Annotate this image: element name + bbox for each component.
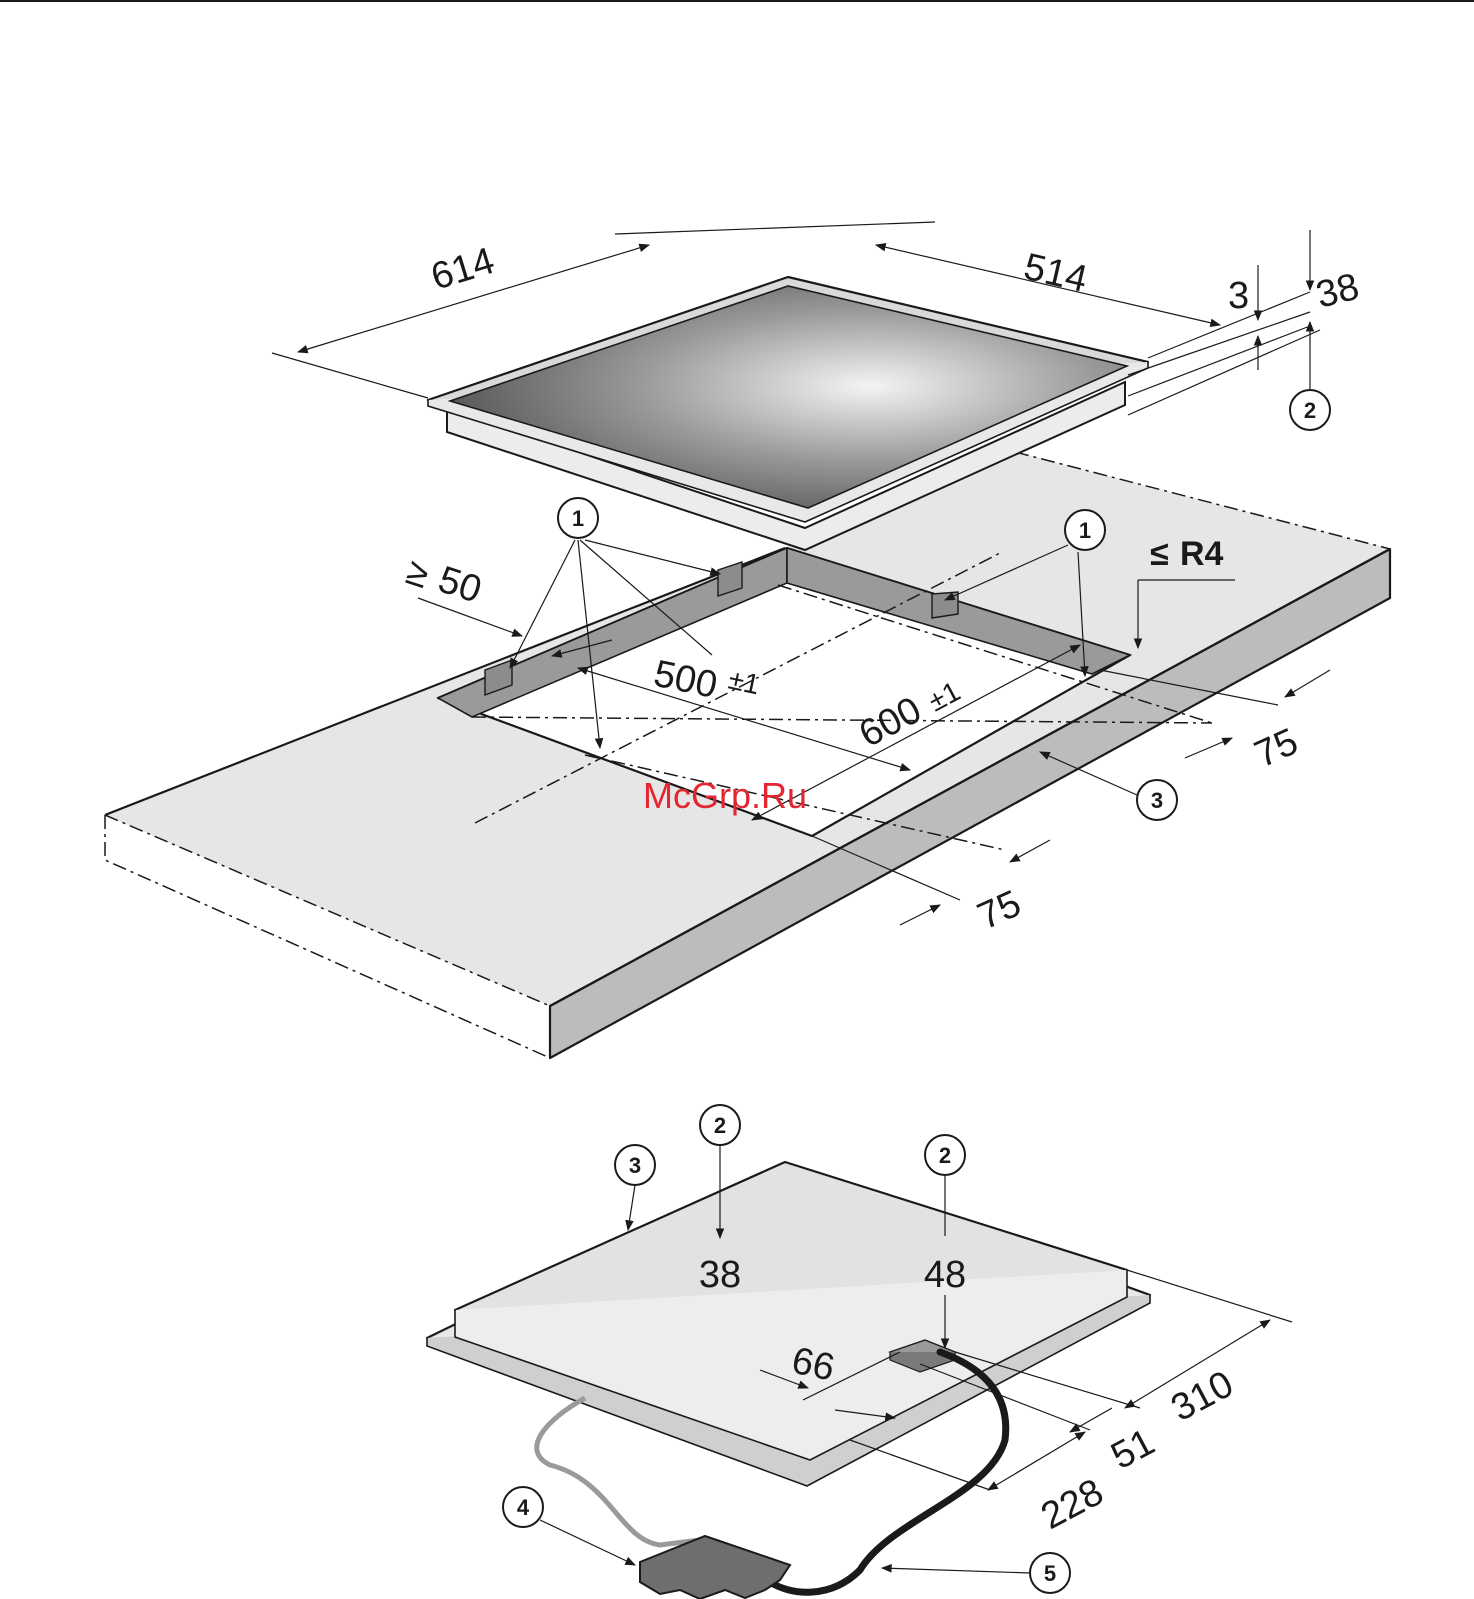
svg-text:2: 2 (714, 1113, 726, 1138)
dim-hob-width: 614 (426, 240, 499, 299)
watermark: McGrp.Ru (643, 775, 807, 816)
dim-min-wall-distance-sign: ≥ (401, 551, 434, 597)
svg-text:3: 3 (629, 1153, 641, 1178)
svg-text:4: 4 (517, 1495, 530, 1520)
hob-bottom-view (427, 1162, 1150, 1486)
svg-text:2: 2 (939, 1143, 951, 1168)
svg-text:1: 1 (1079, 518, 1091, 543)
svg-text:3: 3 (1151, 788, 1163, 813)
dim-corner-radius: R4 (1180, 535, 1224, 573)
dim-hob-depth: 514 (1020, 246, 1091, 301)
dim-corner-radius-sign: ≤ (1150, 535, 1169, 573)
svg-text:5: 5 (1044, 1561, 1056, 1586)
dim-installation-height: 38 (1312, 266, 1363, 317)
dim-side-clearance-right: 75 (1249, 721, 1305, 777)
dim-bottom-51: 51 (1105, 1421, 1162, 1478)
dim-bottom-310: 310 (1165, 1363, 1241, 1430)
dim-min-wall-distance: 50 (433, 559, 486, 612)
dim-bottom-38: 38 (699, 1254, 741, 1296)
dim-bottom-228: 228 (1035, 1471, 1111, 1538)
dim-cutout-depth-tol: ±1 (726, 664, 763, 701)
dim-bottom-48: 48 (924, 1254, 966, 1296)
dim-glass-thickness: 3 (1228, 275, 1249, 317)
svg-text:2: 2 (1304, 398, 1316, 423)
svg-text:1: 1 (572, 506, 584, 531)
dim-side-clearance-front: 75 (972, 883, 1028, 939)
dim-connector-offset: 66 (788, 1340, 838, 1390)
